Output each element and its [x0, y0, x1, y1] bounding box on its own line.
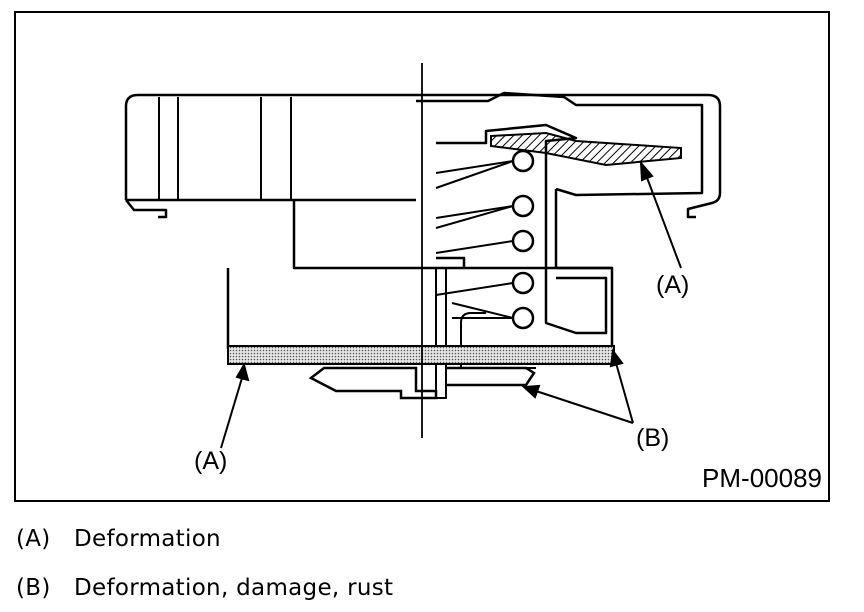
- cap-shell: [124, 93, 722, 219]
- figure-code: PM-00089: [702, 463, 822, 493]
- valve: [308, 366, 438, 400]
- radiator-cap-diagram: (A) (A) (B) PM-00089: [14, 11, 830, 502]
- cap-neck: [226, 268, 416, 350]
- spring-coil: [511, 194, 535, 218]
- callout-a-bottom: (A): [194, 447, 228, 475]
- spring-coil: [511, 149, 535, 173]
- legend-key: (B): [16, 575, 51, 601]
- spring-plate: [490, 131, 682, 167]
- legend-text: Deformation, damage, rust: [74, 575, 394, 601]
- legend-item-a: (A) Deformation: [16, 526, 221, 552]
- spring-coil: [511, 271, 535, 295]
- cap-body: [292, 200, 416, 270]
- cap-shell-skirt-left: [125, 199, 168, 219]
- legend-text: Deformation: [74, 526, 221, 552]
- spring-coil: [511, 229, 535, 253]
- radiator-cap-drawing: [124, 63, 722, 449]
- lower-gasket: [227, 345, 615, 365]
- spring-coil: [511, 306, 535, 330]
- callout-a-top: (A): [656, 271, 690, 299]
- legend-key: (A): [16, 526, 51, 552]
- legend-item-b: (B) Deformation, damage, rust: [16, 575, 393, 601]
- callout-b: (B): [636, 424, 670, 452]
